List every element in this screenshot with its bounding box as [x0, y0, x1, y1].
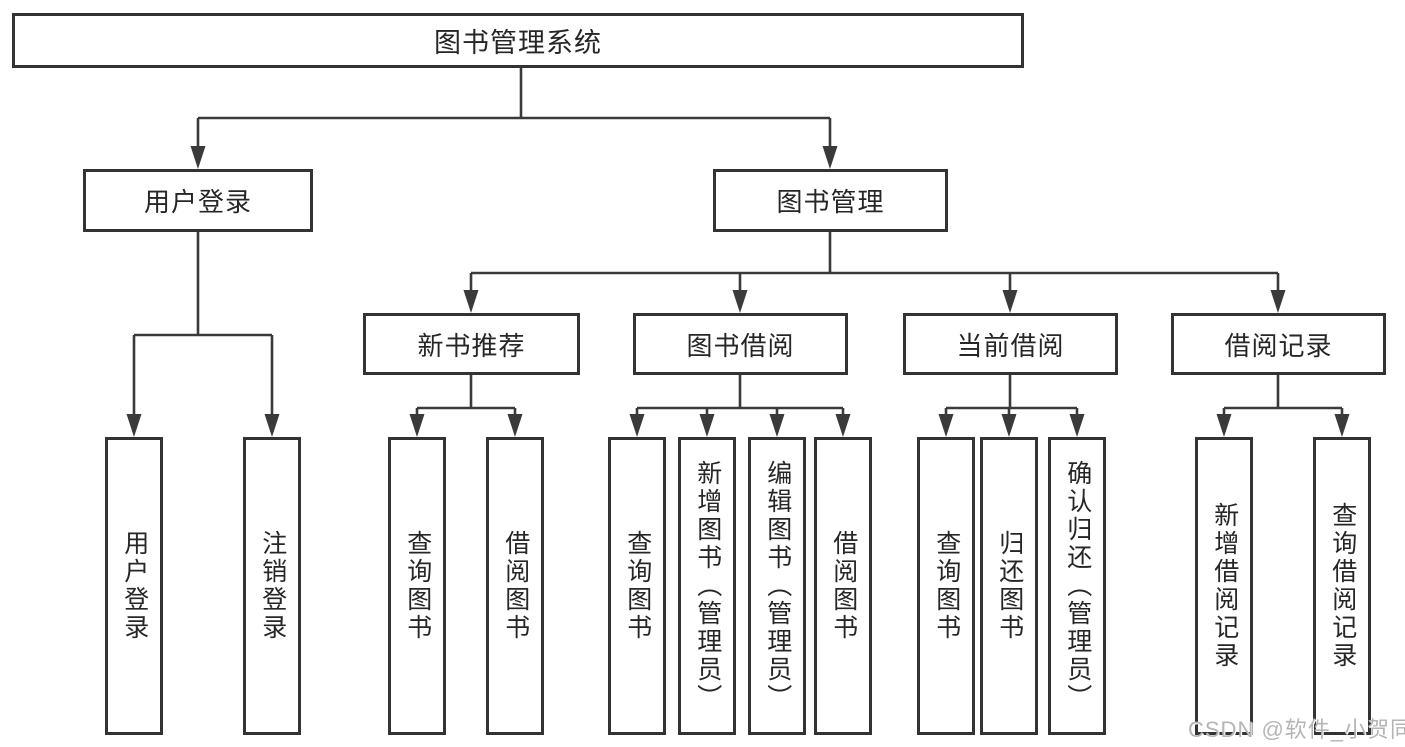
- node-new-book-recommend: 新书推荐: [363, 313, 580, 375]
- node-bb-borrow-books: 借阅图书: [814, 437, 872, 735]
- node-cb-return-books: 归还图书: [980, 437, 1038, 735]
- node-book-management: 图书管理: [713, 169, 948, 232]
- node-nb-query-books: 查询图书: [388, 437, 446, 735]
- csdn-watermark: CSDN @软件_小贺同学: [1188, 717, 1405, 742]
- node-br-add-record: 新增借阅记录: [1195, 437, 1253, 735]
- node-library-management-system: 图书管理系统: [12, 13, 1024, 68]
- node-leaf-user-login: 用户登录: [105, 437, 163, 735]
- node-book-borrowing: 图书借阅: [633, 313, 848, 375]
- node-user-login: 用户登录: [83, 169, 313, 232]
- node-nb-borrow-books: 借阅图书: [486, 437, 544, 735]
- node-bb-query-books: 查询图书: [608, 437, 666, 735]
- node-cb-confirm-return-admin: 确认归还（管理员）: [1048, 437, 1106, 735]
- node-bb-add-books-admin: 新增图书（管理员）: [678, 437, 736, 735]
- node-br-query-record: 查询借阅记录: [1313, 437, 1371, 735]
- node-current-borrowing: 当前借阅: [903, 313, 1118, 375]
- node-bb-edit-books-admin: 编辑图书（管理员）: [748, 437, 806, 735]
- node-borrowing-records: 借阅记录: [1171, 313, 1386, 375]
- node-cb-query-books: 查询图书: [917, 437, 975, 735]
- node-leaf-logout: 注销登录: [243, 437, 301, 735]
